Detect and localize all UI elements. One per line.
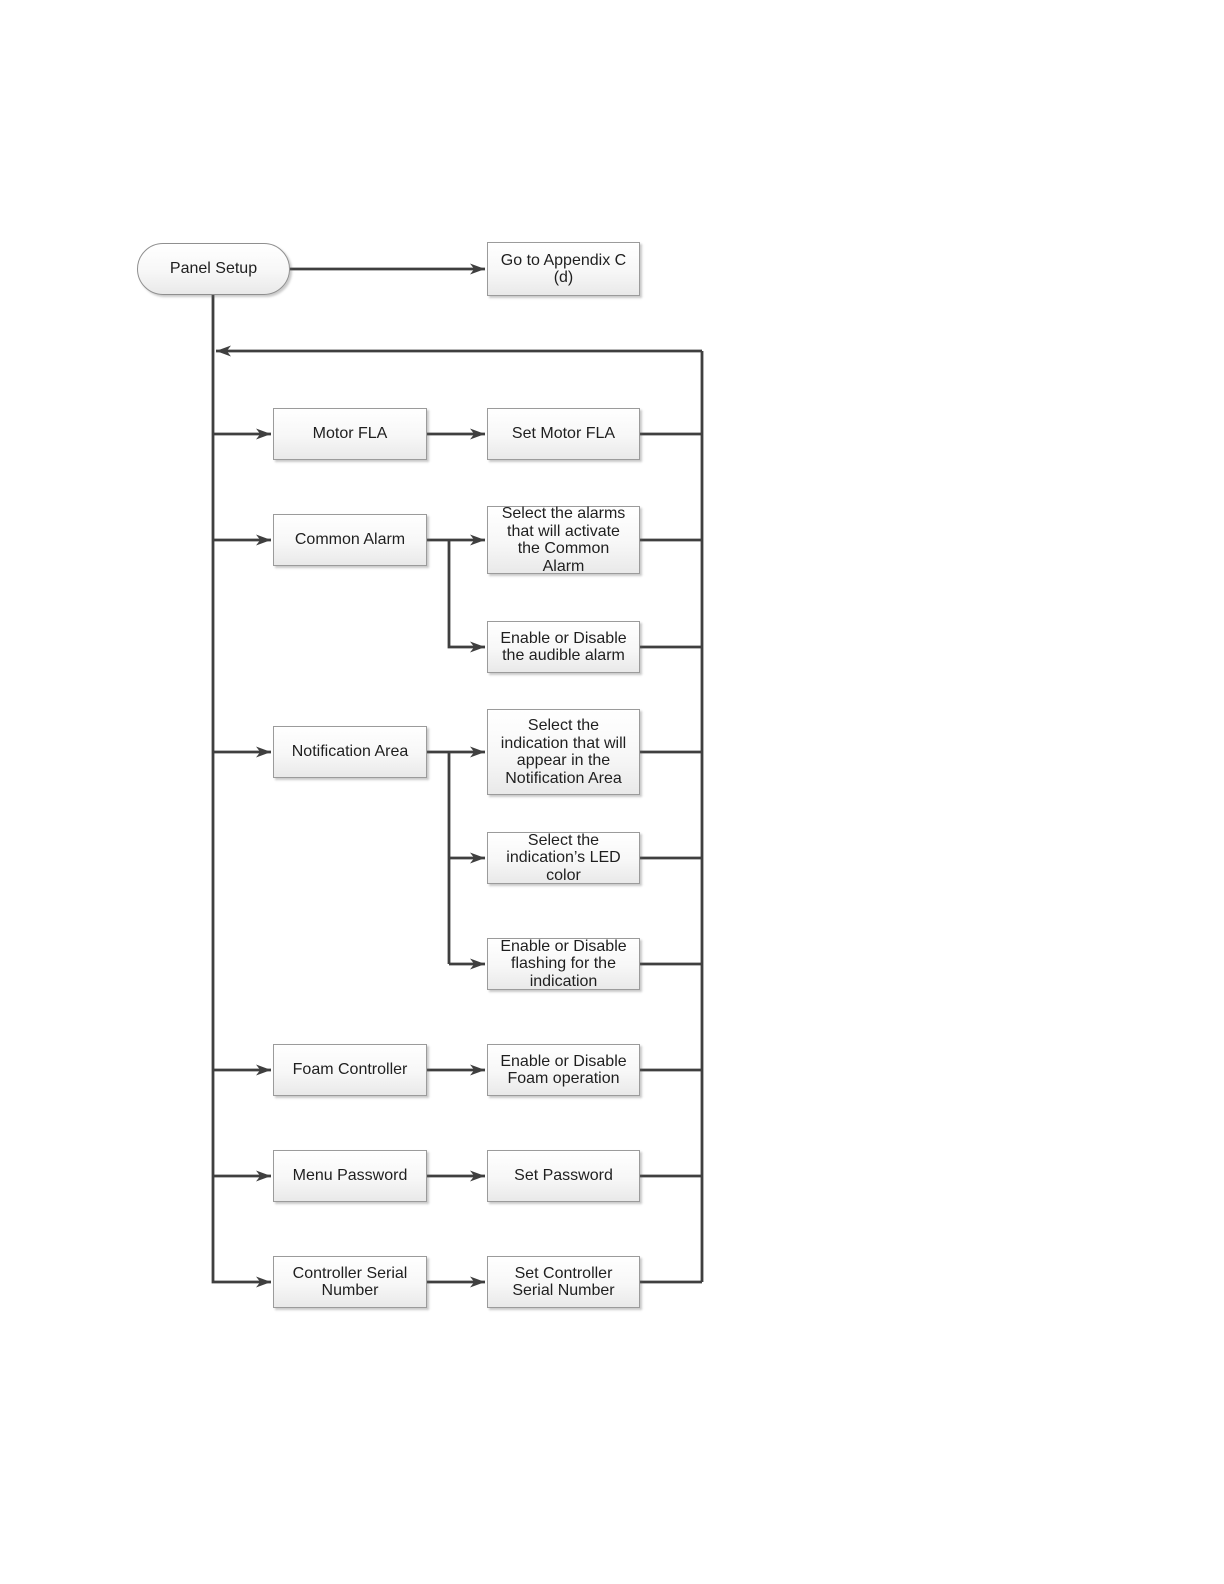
node-label: Notification Area xyxy=(291,743,409,761)
node-label: Select the alarms that will activate the… xyxy=(501,505,626,575)
node-common-alarm: Common Alarm xyxy=(273,514,427,566)
node-set-controller-serial: Set Controller Serial Number xyxy=(487,1256,640,1308)
node-label: Set Password xyxy=(514,1167,613,1185)
node-label: Controller Serial Number xyxy=(292,1264,408,1300)
node-controller-serial: Controller Serial Number xyxy=(273,1256,427,1308)
node-label: Enable or Disable flashing for the indic… xyxy=(500,937,627,990)
node-panel-setup: Panel Setup xyxy=(137,243,290,295)
node-foam-operation: Enable or Disable Foam operation xyxy=(487,1044,640,1096)
node-foam-controller: Foam Controller xyxy=(273,1044,427,1096)
node-led-color: Select the indication’s LED color xyxy=(487,832,640,884)
node-set-motor-fla: Set Motor FLA xyxy=(487,408,640,460)
node-menu-password: Menu Password xyxy=(273,1150,427,1202)
node-notification-area: Notification Area xyxy=(273,726,427,778)
node-label: Set Motor FLA xyxy=(511,425,616,443)
node-label: Enable or Disable the audible alarm xyxy=(500,629,627,665)
node-audible-alarm: Enable or Disable the audible alarm xyxy=(487,621,640,673)
node-flashing: Enable or Disable flashing for the indic… xyxy=(487,938,640,990)
node-label: Common Alarm xyxy=(294,531,406,549)
node-label: Menu Password xyxy=(292,1167,408,1185)
edge-left-trunk xyxy=(211,294,271,1288)
node-label: Set Controller Serial Number xyxy=(512,1264,615,1300)
node-label: Select the indication that will appear i… xyxy=(500,717,627,787)
node-label: Foam Controller xyxy=(292,1061,408,1079)
node-label: Select the indication’s LED color xyxy=(506,831,621,884)
node-label: Go to Appendix C (d) xyxy=(500,251,627,287)
node-set-password: Set Password xyxy=(487,1150,640,1202)
node-label: Panel Setup xyxy=(169,260,258,278)
node-select-indication: Select the indication that will appear i… xyxy=(487,709,640,795)
node-go-to-appendix: Go to Appendix C (d) xyxy=(487,242,640,296)
node-label: Enable or Disable Foam operation xyxy=(500,1052,627,1088)
edge-common-alarm-audible xyxy=(447,540,485,653)
node-motor-fla: Motor FLA xyxy=(273,408,427,460)
node-label: Motor FLA xyxy=(312,425,388,443)
node-select-alarms: Select the alarms that will activate the… xyxy=(487,505,640,575)
